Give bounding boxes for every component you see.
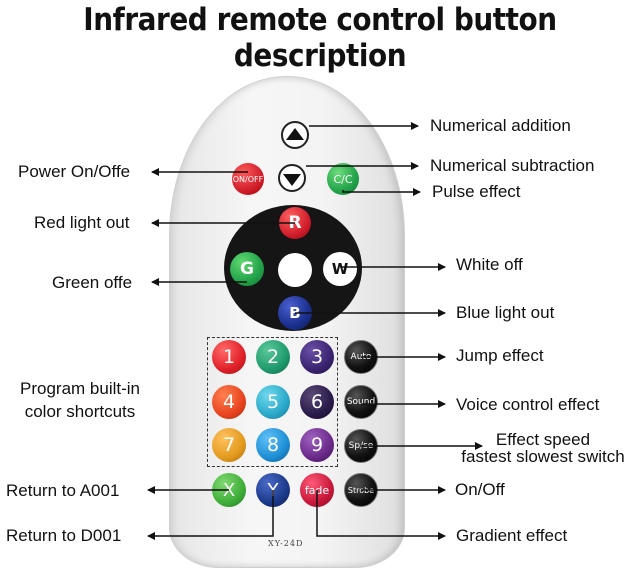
label-pulse-effect: Pulse effect bbox=[432, 182, 521, 201]
button-5: 5 bbox=[256, 385, 290, 419]
green-button: G bbox=[230, 252, 264, 286]
label-blue-light: Blue light out bbox=[456, 303, 555, 322]
arrow-up-icon bbox=[281, 121, 309, 149]
label-red-light: Red light out bbox=[34, 213, 130, 232]
model-label: XY-24D bbox=[268, 539, 304, 548]
label-numerical-addition: Numerical addition bbox=[430, 116, 571, 135]
label-speed-line1: Effect speed bbox=[495, 430, 591, 449]
button-9: 9 bbox=[300, 428, 334, 462]
arrow-pulse-effect bbox=[342, 188, 421, 196]
sound-button: Sound bbox=[344, 385, 378, 419]
label-return-a: Return to A001 bbox=[6, 481, 120, 500]
label-speed-line2: fastest slowest switch bbox=[461, 447, 625, 466]
label-numerical-subtraction: Numerical subtraction bbox=[430, 156, 595, 175]
arrow-gradient bbox=[316, 490, 446, 540]
label-on-off: On/Off bbox=[455, 480, 505, 499]
button-1: 1 bbox=[212, 340, 246, 374]
strobe-button: Strobe bbox=[344, 473, 378, 507]
color-shortcuts-group bbox=[207, 337, 338, 467]
page-title: Infrared remote control button descripti… bbox=[83, 2, 557, 74]
label-return-d: Return to D001 bbox=[6, 526, 122, 545]
power-button: ON/OFF bbox=[232, 163, 264, 195]
label-jump-effect: Jump effect bbox=[456, 346, 544, 365]
button-4: 4 bbox=[212, 385, 246, 419]
label-green-off: Green offe bbox=[52, 273, 133, 292]
label-power: Power On/Offe bbox=[18, 162, 131, 181]
button-3: 3 bbox=[300, 340, 334, 374]
cc-button: C/C bbox=[327, 163, 359, 195]
arrow-down-icon bbox=[278, 164, 306, 192]
arrow-return-d bbox=[147, 490, 274, 540]
button-2: 2 bbox=[256, 340, 290, 374]
button-7: 7 bbox=[212, 428, 246, 462]
label-program-line1: Program built-in bbox=[20, 379, 140, 398]
button-8: 8 bbox=[256, 428, 290, 462]
center-button bbox=[278, 253, 312, 287]
label-voice-control: Voice control effect bbox=[456, 395, 600, 414]
label-white-off: White off bbox=[456, 255, 523, 274]
label-gradient: Gradient effect bbox=[456, 526, 568, 545]
label-program-line2: color shortcuts bbox=[24, 402, 136, 421]
button-6: 6 bbox=[300, 385, 334, 419]
white-button: W bbox=[323, 252, 357, 286]
